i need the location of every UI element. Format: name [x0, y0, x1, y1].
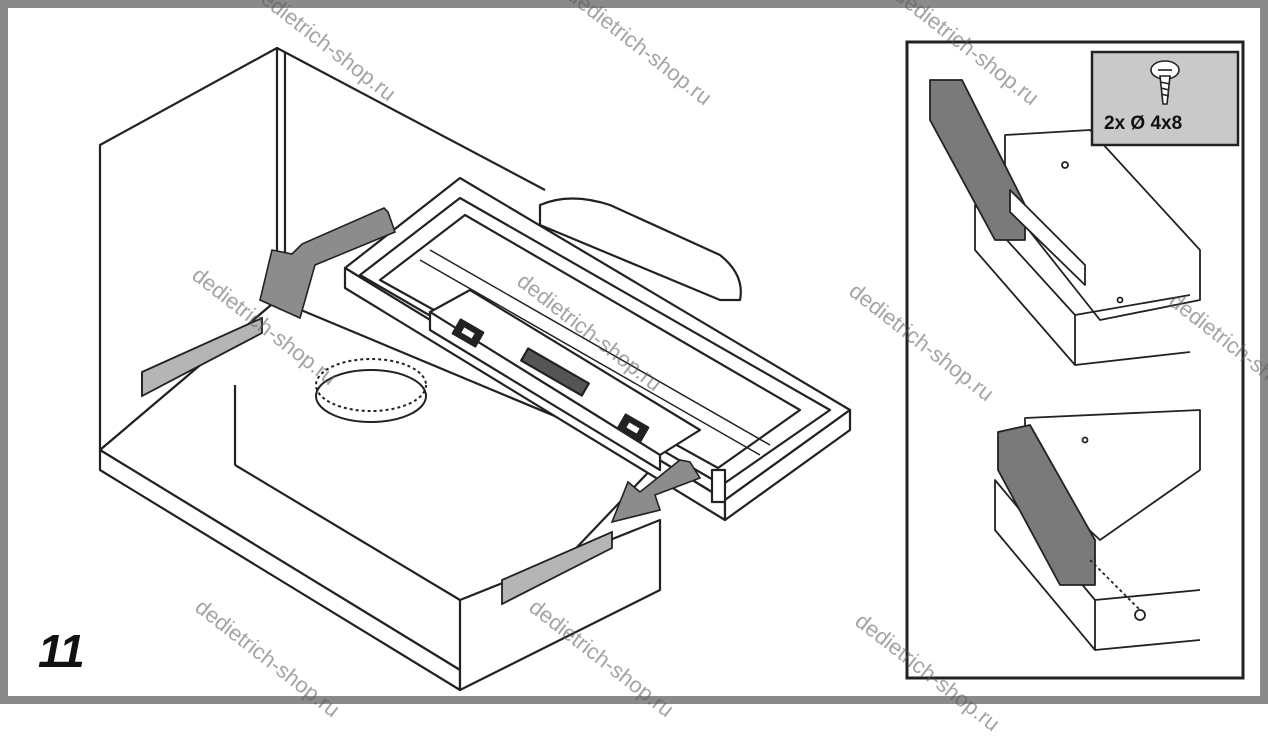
cabinet [98, 46, 662, 692]
cabinet-back-edge [276, 47, 546, 191]
hood-body [343, 176, 852, 522]
left-mounting-bracket [141, 316, 263, 398]
detail-inset [905, 40, 1245, 680]
placement-arrows [259, 207, 702, 524]
detail-bottom-rail [994, 409, 1201, 651]
assembly-drawing [98, 40, 1245, 692]
left-placement-arrow [259, 207, 397, 320]
screw-icon [1150, 60, 1180, 105]
duct-collar [315, 358, 427, 423]
screw-spec-label: 2x Ø 4x8 [1104, 113, 1183, 134]
right-mounting-bracket [501, 530, 613, 606]
right-placement-arrow [610, 459, 702, 524]
step-number: 11 [38, 625, 85, 677]
detail-top-rail [929, 79, 1201, 366]
